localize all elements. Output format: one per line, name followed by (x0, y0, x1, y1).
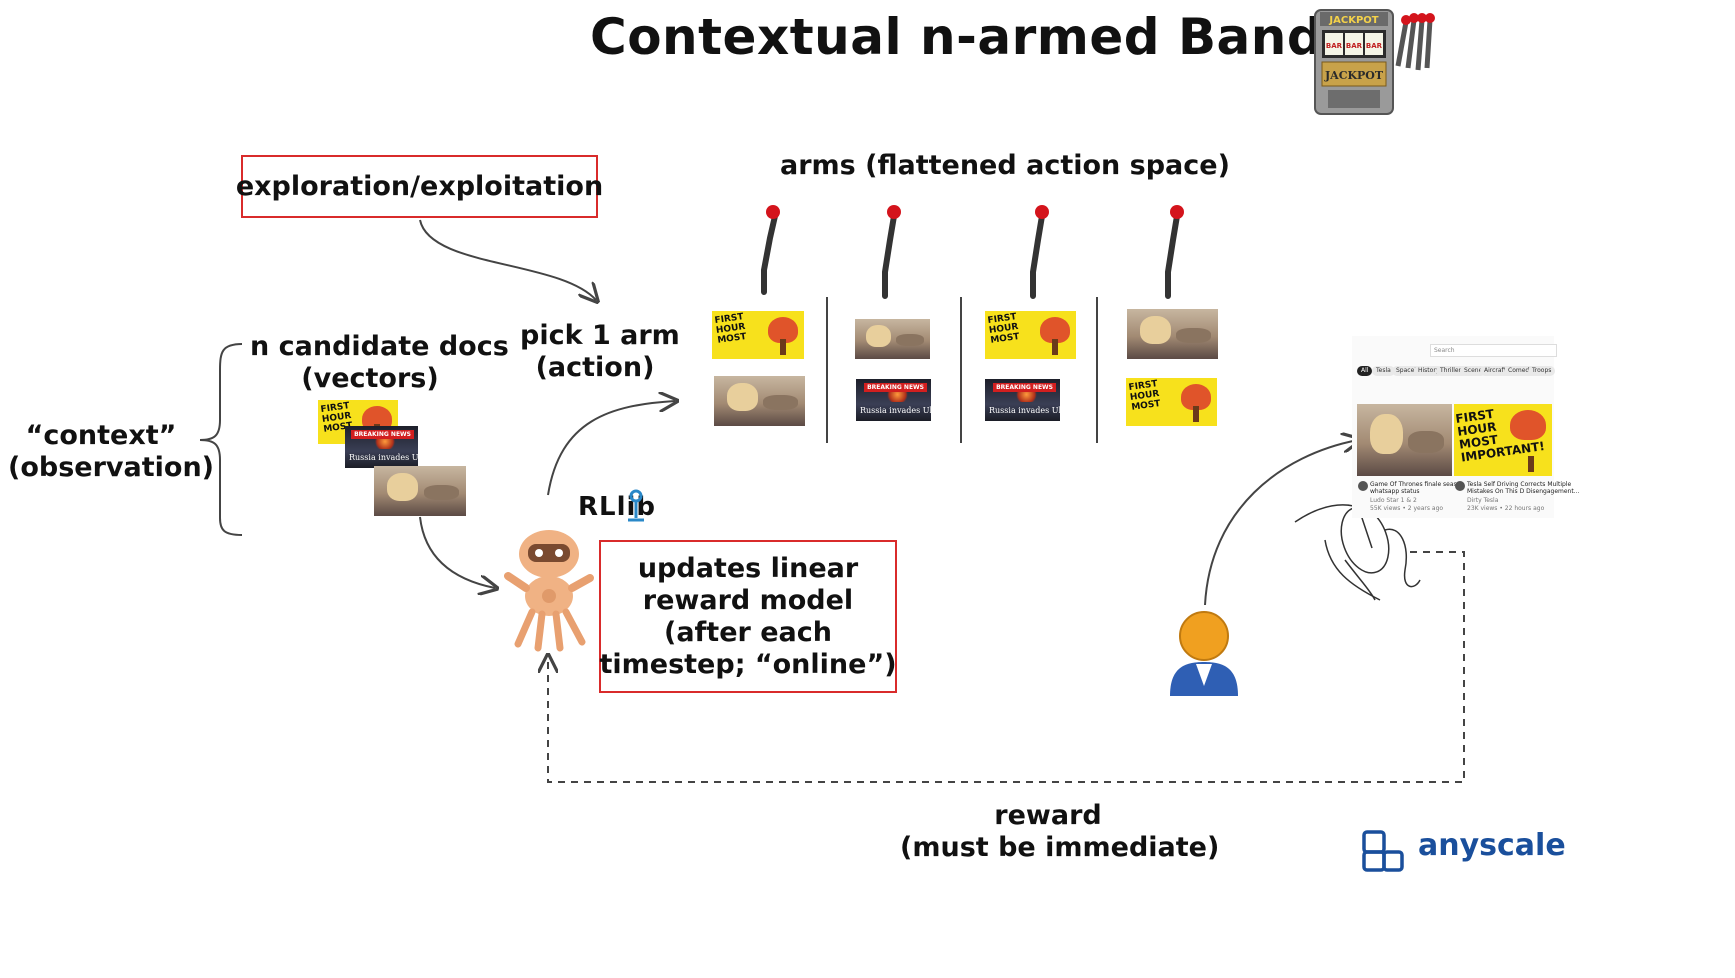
news-title: Russia invades Ukraine (989, 406, 1060, 415)
candidate-docs-line2: (vectors) (301, 363, 439, 394)
arm3-thumb-news: BREAKING NEWS Russia invades Ukraine (985, 379, 1060, 421)
robot-agent-icon (504, 530, 594, 652)
hand-mouse-icon (1294, 504, 1421, 601)
ui-video1-title-b[interactable]: whatsapp status (1370, 488, 1420, 495)
pick-arm-line1: pick 1 arm (520, 320, 680, 351)
ui-video2-meta: 23K views • 22 hours ago (1467, 505, 1545, 512)
lever-icon (882, 205, 901, 299)
update-line3: (after each (664, 616, 832, 648)
arm4-thumb-dog (1127, 309, 1218, 359)
exploration-box: exploration/exploitation (236, 155, 603, 218)
pick-arm-label: pick 1 arm (action) (520, 320, 680, 384)
slot-reel-label: BAR (1366, 42, 1383, 50)
ui-chip[interactable]: Troops (1528, 366, 1556, 376)
ui-chip[interactable]: SpaceX (1392, 366, 1423, 376)
ui-search-input[interactable]: Search (1430, 344, 1557, 357)
anyscale-logo-icon (1362, 830, 1404, 872)
slot-reel-label: BAR (1346, 42, 1363, 50)
reward-line1: reward (994, 800, 1102, 831)
ui-chip[interactable]: Aircrafts (1480, 366, 1514, 376)
update-line1: updates linear (637, 552, 859, 584)
ui-chip[interactable]: All (1357, 366, 1373, 376)
ui-video2-title-a[interactable]: Tesla Self Driving Corrects Multiple (1467, 481, 1572, 488)
news-title: Russia invades Ukraine (860, 406, 931, 415)
ui-chip[interactable]: Comedies (1504, 366, 1542, 376)
robot-to-arms-arrow (547, 401, 675, 496)
anyscale-brand: anyscale (1418, 828, 1566, 863)
candidate-docs-line1: n candidate docs (250, 331, 509, 362)
news-title: Russia invades Ukraine (349, 453, 418, 462)
update-line4: timestep; “online”) (599, 648, 897, 680)
candidate-thumb-dog (374, 466, 466, 516)
user-to-screen-arrow (1204, 440, 1358, 606)
lever-icon (1165, 205, 1184, 299)
ui-video1-title-a[interactable]: Game Of Thrones finale season (1370, 481, 1465, 488)
rllib-joystick-icon (628, 489, 644, 522)
ui-chip[interactable]: Tesla (1372, 366, 1395, 376)
ui-video1-meta: 55K views • 2 years ago (1370, 505, 1444, 512)
reward-label: reward (must be immediate) (900, 800, 1220, 864)
slot-front-label: JACKPOT (1324, 69, 1384, 82)
ui-channel-avatar[interactable] (1455, 481, 1465, 491)
arms-label: arms (flattened action space) (780, 150, 1230, 181)
news-badge: BREAKING NEWS (993, 383, 1056, 392)
ui-video-thumb-dog[interactable] (1357, 404, 1452, 476)
candidate-docs-label: n candidate docs (vectors) (250, 331, 509, 395)
slot-machine-icon: JACKPOT BAR BAR BAR JACKPOT (1314, 9, 1435, 115)
ui-video1-channel: Ludo Star 1 & 2 (1370, 497, 1417, 504)
context-line2: (observation) (8, 452, 215, 483)
update-model-box: updates linear reward model (after each … (599, 540, 897, 693)
docs-to-robot-arrow (419, 516, 495, 588)
news-badge: BREAKING NEWS (864, 383, 927, 392)
ui-chip[interactable]: Thrillers (1436, 366, 1469, 376)
exploration-label: exploration/exploitation (235, 170, 604, 202)
reward-line2: (must be immediate) (900, 832, 1220, 863)
update-line2: reward model (642, 584, 854, 616)
ui-video2-title-b[interactable]: Mistakes On This D Disengagement... (1467, 488, 1580, 495)
context-label: “context” (observation) (8, 420, 215, 484)
lever-icon (1030, 205, 1049, 299)
arm2-thumb-dog (855, 319, 930, 359)
slot-reel-label: BAR (1326, 42, 1343, 50)
context-line1: “context” (25, 420, 177, 451)
diagram-title: Contextual n-armed Bandit (590, 8, 1366, 66)
slot-top-label: JACKPOT (1328, 15, 1378, 26)
context-brace (199, 343, 243, 536)
ui-chip[interactable]: History (1414, 366, 1444, 376)
ui-video2-channel: Dirty Tesla (1467, 497, 1499, 504)
user-icon (1170, 611, 1238, 696)
pick-arm-line2: (action) (535, 352, 655, 383)
lever-icon (761, 205, 780, 295)
news-badge: BREAKING NEWS (351, 430, 414, 439)
arm1-thumb-dog (714, 376, 805, 426)
candidate-thumb-news: BREAKING NEWS Russia invades Ukraine (345, 426, 418, 468)
exploration-to-pick-arrow (419, 219, 596, 300)
ui-channel-avatar[interactable] (1358, 481, 1368, 491)
ui-chip[interactable]: Scene (1460, 366, 1487, 376)
reward-feedback-arrow (548, 551, 1465, 783)
arm2-thumb-news: BREAKING NEWS Russia invades Ukraine (856, 379, 931, 421)
